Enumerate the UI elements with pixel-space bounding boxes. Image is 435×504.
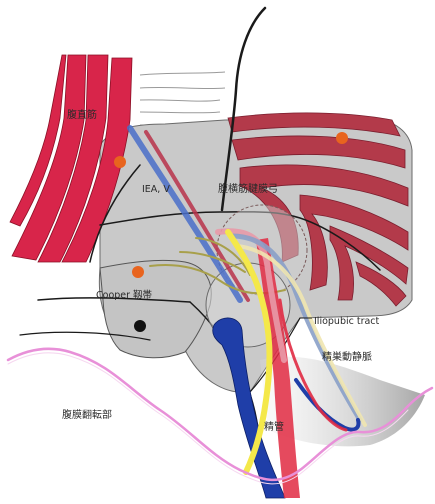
label-transversalis: 腹横筋腱膜弓 (218, 182, 278, 195)
label-iea: IEA, V (142, 184, 170, 195)
label-peritoneal: 腹膜翻転部 (62, 408, 112, 421)
marker-cooper (132, 266, 144, 278)
fascia-lines (140, 72, 225, 126)
marker-transversus (336, 132, 348, 144)
label-cooper: Cooper 靱帯 (96, 289, 153, 301)
label-spermatic: 精巣動静脈 (322, 350, 372, 363)
label-vas: 精管 (264, 420, 284, 433)
label-rectus: 腹直筋 (67, 108, 97, 121)
marker-rectus-lateral (114, 156, 126, 168)
label-iliopubic: Iliopubic tract (314, 316, 380, 327)
pubic-tubercle-dot (134, 320, 146, 332)
